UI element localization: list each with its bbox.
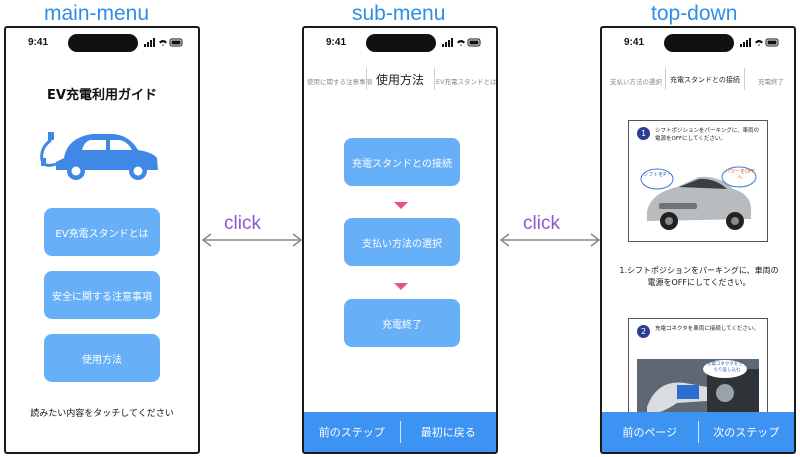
tab-usage-active[interactable]: 使用方法 [376,73,425,87]
tab-divider [366,68,367,90]
dynamic-island [366,34,436,52]
speech-bubble-power: パワーをOFFへ [725,169,755,181]
ev-car-icon [40,132,158,180]
instruction-card-1: 1 シフトポジションをパーキングに、車両の電源をOFFにしてください。 シフトを… [628,120,768,242]
tab-divider [665,68,666,90]
status-time: 9:41 [28,37,49,48]
down-triangle-icon [394,283,408,290]
phone-top-down: 9:41 支払い方法の選択 充電スタンドとの接続 充電終了 1 シフトポジション… [600,26,796,454]
footer-instruction: 読みたい内容をタッチしてください [30,409,174,419]
click-label-left: click [224,213,261,234]
speech-bubble-connector: 充電コネクタをきっちり差し込む [706,362,748,373]
step-button-finish[interactable]: 充電終了 [344,299,460,347]
status-time: 9:41 [624,37,645,48]
screen-title-main-menu: main-menu [44,2,150,25]
status-bar: 9:41 [602,28,794,58]
prev-page-button[interactable]: 前のページ [622,426,678,439]
car-photo-icon [640,166,757,230]
phone-main-menu: 9:41 EV充電利用ガイド EV充電スタンドとは 安全に関する注意事項 使用方… [4,26,200,454]
card-text: シフトポジションをパーキングに、車両の電源をOFFにしてください。 [655,128,760,142]
app-title: EV充電利用ガイド [47,88,157,103]
step-button-connect[interactable]: 充電スタンドとの接続 [344,138,460,186]
bar-divider [399,421,401,443]
status-bar: 9:41 [304,28,496,58]
charging-connector-photo-icon [637,359,759,415]
tab-safety[interactable]: 使用に関する注意事項 [307,78,372,86]
status-icons [442,38,481,47]
dynamic-island [68,34,138,52]
step-button-payment[interactable]: 支払い方法の選択 [344,218,460,266]
menu-button-usage[interactable]: 使用方法 [44,334,160,382]
click-label-right: click [523,213,560,234]
bottom-nav-bar: 前のステップ 最初に戻る [304,412,496,452]
tab-connect-active[interactable]: 充電スタンドとの接続 [670,76,740,84]
status-time: 9:41 [326,37,347,48]
menu-button-safety[interactable]: 安全に関する注意事項 [44,271,160,319]
status-icons [144,38,183,47]
status-bar: 9:41 [6,28,198,58]
tab-row: 支払い方法の選択 充電スタンドとの接続 充電終了 [602,64,794,98]
double-arrow-icon-left [201,233,303,247]
screen-title-sub-menu: sub-menu [352,2,446,25]
prev-step-button[interactable]: 前のステップ [318,426,385,439]
tab-divider [744,68,745,90]
phone-sub-menu: 9:41 使用に関する注意事項 使用方法 EV充電スタンドとは 充電スタンドとの… [302,26,498,454]
menu-button-ev-stand[interactable]: EV充電スタンドとは [44,208,160,256]
double-arrow-icon-right [499,233,601,247]
tab-row: 使用に関する注意事項 使用方法 EV充電スタンドとは [304,64,496,98]
dynamic-island [664,34,734,52]
step-number-badge: 1 [637,127,650,140]
next-step-button[interactable]: 次のステップ [713,426,780,439]
step-instruction-text: 1.シフトポジションをパーキングに、車両の電源をOFFにしてください。 [619,266,779,287]
step-number-badge: 2 [637,325,650,338]
tab-payment[interactable]: 支払い方法の選択 [610,78,662,86]
speech-bubble-shift: シフトをP へ [643,172,673,178]
status-icons [740,38,779,47]
bottom-nav-bar: 前のページ 次のステップ [602,412,794,452]
bar-divider [697,421,699,443]
screen-title-top-down: top-down [651,2,738,25]
tab-finish[interactable]: 充電終了 [758,78,784,86]
instruction-card-2: 2 充電コネクタを車両に接続してください。 充電コネクタをきっちり差し込む [628,318,768,420]
tab-divider [434,68,435,90]
card-text: 充電コネクタを車両に接続してください。 [655,326,759,332]
down-triangle-icon [394,202,408,209]
tab-ev-stand[interactable]: EV充電スタンドとは [436,78,497,86]
back-to-start-button[interactable]: 最初に戻る [420,426,476,439]
